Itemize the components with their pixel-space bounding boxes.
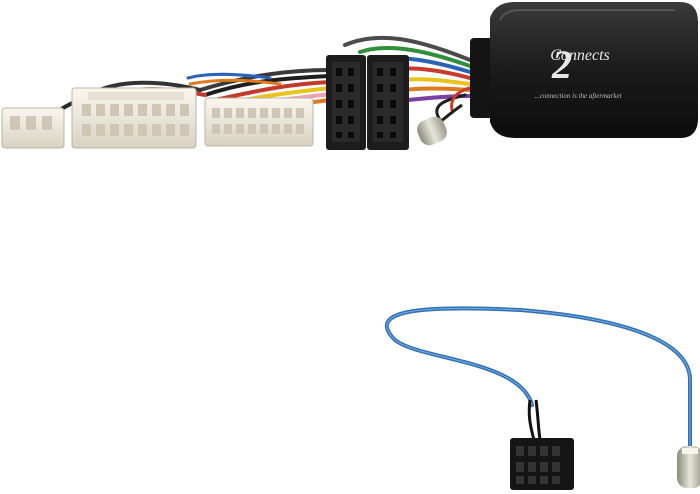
antenna-bullet-plug	[677, 446, 700, 488]
antenna-lead-black-wires	[527, 399, 542, 441]
iso-connector-right	[367, 55, 409, 150]
molex-plug	[510, 438, 574, 490]
vehicle-connector-large-left	[71, 87, 197, 149]
interface-module: 2 Connects ...connection is the aftermar…	[470, 2, 698, 138]
antenna-bullet-connector	[417, 103, 463, 146]
vehicle-connector-large-right	[204, 97, 314, 147]
antenna-lead	[384, 306, 693, 452]
brand-logo-text: Connects	[550, 47, 610, 64]
vehicle-connector-small	[1, 107, 65, 149]
brand-numeral: 2	[551, 42, 572, 87]
iso-connector-left	[326, 55, 366, 150]
brand-tagline: ...connection is the aftermarket	[534, 92, 622, 100]
